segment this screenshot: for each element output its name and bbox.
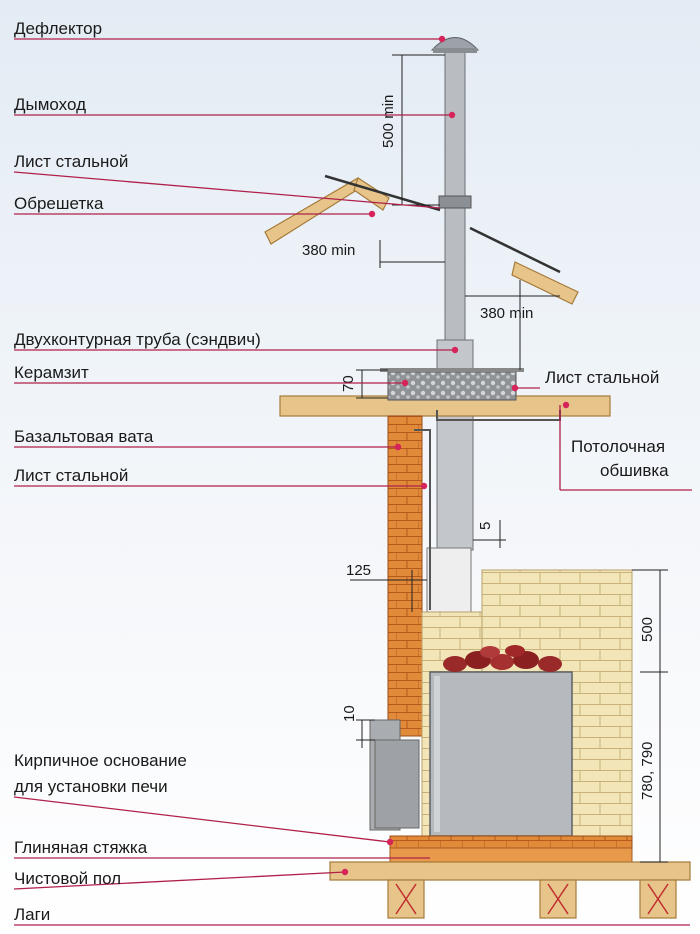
- label-clay-screed: Глиняная стяжка: [14, 838, 148, 857]
- dimension-lines: [350, 54, 668, 863]
- stove-stones: [443, 645, 562, 672]
- label-ceiling-lining-2: обшивка: [600, 461, 669, 480]
- joist-3: [639, 879, 677, 919]
- label-ceiling-lining-1: Потолочная: [571, 437, 665, 456]
- leader-lines: [13, 35, 692, 926]
- dim-500-min: 500 min: [380, 95, 397, 148]
- dim-70: 70: [340, 375, 357, 392]
- label-finish-floor: Чистовой пол: [14, 869, 121, 888]
- label-joists: Лаги: [14, 905, 50, 924]
- floor-assembly: [329, 835, 691, 919]
- joist-2: [539, 879, 577, 919]
- ceiling-assembly: [279, 368, 611, 421]
- chimney-pipe: [430, 37, 480, 351]
- dim-380-min-right: 380 min: [480, 305, 533, 322]
- roof-left-slope: [264, 174, 441, 245]
- label-steel-sheet-wall: Лист стальной: [14, 466, 128, 485]
- dim-125: 125: [346, 562, 371, 579]
- label-brick-base-1: Кирпичное основание: [14, 751, 187, 770]
- dim-500: 500: [639, 617, 656, 642]
- roof-right-slope: [469, 226, 579, 305]
- label-steel-sheet-ceiling: Лист стальной: [545, 368, 659, 387]
- stove: [369, 645, 573, 837]
- brick-wall: [387, 415, 431, 737]
- label-steel-sheet-roof: Лист стальной: [14, 152, 128, 171]
- dim-10: 10: [341, 705, 358, 722]
- label-expanded-clay: Керамзит: [14, 363, 89, 382]
- label-basalt-wool: Базальтовая вата: [14, 427, 154, 446]
- dim-5: 5: [477, 522, 494, 530]
- dim-780-790: 780, 790: [639, 742, 656, 800]
- dimension-labels: 500 min 380 min 380 min 70 5 125 500 10 …: [302, 95, 656, 800]
- label-brick-base-2: для установки печи: [14, 777, 168, 796]
- labels: Дефлектор Дымоход Лист стальной Обрешетк…: [14, 19, 669, 924]
- dim-380-min-left: 380 min: [302, 242, 355, 259]
- label-sandwich-pipe: Двухконтурная труба (сэндвич): [14, 330, 261, 349]
- label-lathing: Обрешетка: [14, 194, 104, 213]
- label-deflector: Дефлектор: [14, 19, 102, 38]
- label-chimney: Дымоход: [14, 95, 86, 114]
- joist-1: [387, 879, 425, 919]
